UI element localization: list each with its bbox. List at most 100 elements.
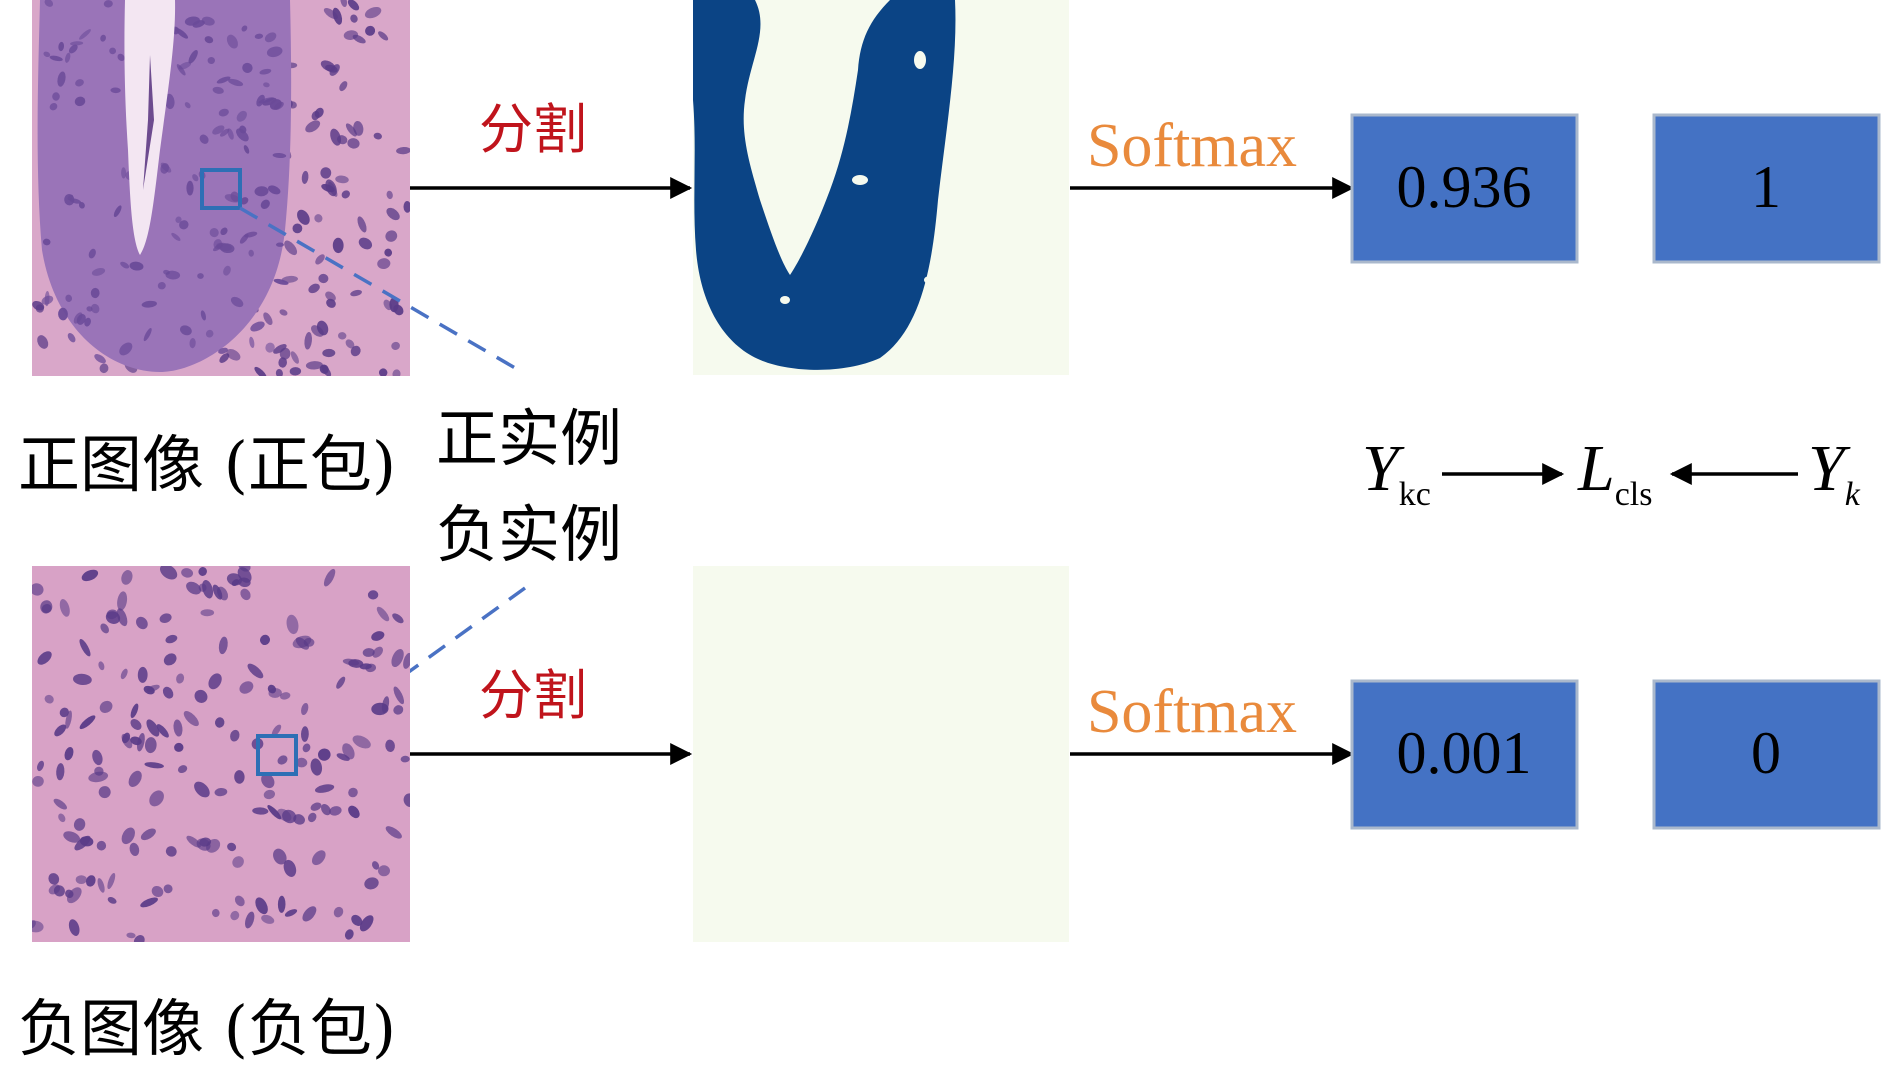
cell-nucleus (267, 185, 281, 195)
cell-nucleus (75, 875, 87, 884)
cell-nucleus (119, 342, 133, 356)
cell-nucleus (79, 715, 96, 730)
cell-nucleus (305, 361, 323, 370)
cell-nucleus (117, 53, 125, 62)
cell-nucleus (194, 689, 208, 703)
cell-nucleus (192, 174, 199, 182)
svg-text:Yk: Yk (1808, 432, 1861, 513)
cell-nucleus (200, 310, 206, 321)
loss-left-subscript: kc (1399, 476, 1431, 513)
cell-nucleus (393, 304, 404, 316)
cell-nucleus (96, 840, 107, 851)
cell-nucleus (379, 368, 388, 376)
cell-nucleus (267, 805, 282, 820)
cell-nucleus (396, 146, 410, 155)
cell-nucleus (65, 52, 71, 63)
cell-nucleus (248, 249, 254, 257)
loss-center-symbol: L (1577, 432, 1615, 505)
cell-nucleus (226, 349, 241, 361)
cell-nucleus (335, 175, 349, 184)
cell-nucleus (212, 86, 224, 94)
bottom-target-box: 0 (1652, 679, 1881, 830)
cell-nucleus (403, 652, 410, 669)
cell-nucleus (107, 897, 117, 904)
cell-nucleus (385, 739, 395, 752)
cell-nucleus (49, 55, 63, 62)
cell-nucleus (272, 152, 287, 159)
top-softmax-label: Softmax (1087, 112, 1297, 180)
cell-nucleus (234, 770, 245, 784)
cell-nucleus (263, 312, 273, 326)
cell-nucleus (98, 661, 105, 671)
cell-nucleus (362, 648, 375, 657)
cell-nucleus (32, 583, 44, 596)
cell-nucleus (403, 793, 410, 808)
cell-nucleus (218, 636, 228, 655)
cell-nucleus (63, 831, 81, 843)
cell-nucleus (79, 29, 91, 40)
cell-nucleus (383, 299, 393, 311)
cell-nucleus (261, 773, 275, 789)
bottom-softmax-label: Softmax (1087, 678, 1297, 746)
bottom-segment-label: 分割 (479, 664, 587, 727)
cell-nucleus (378, 865, 390, 877)
cell-nucleus (228, 78, 244, 87)
cell-nucleus (73, 673, 92, 686)
cell-nucleus (292, 223, 303, 234)
cell-nucleus (255, 897, 268, 915)
cell-nucleus (99, 363, 109, 374)
cell-nucleus (180, 325, 192, 336)
cell-nucleus (48, 873, 60, 885)
cell-nucleus (252, 807, 269, 815)
cell-nucleus (273, 344, 287, 354)
cell-nucleus (230, 191, 240, 202)
cell-nucleus (59, 599, 70, 617)
cell-nucleus (278, 357, 288, 368)
cell-nucleus (143, 328, 152, 342)
cell-nucleus (308, 283, 320, 294)
cell-nucleus (316, 320, 329, 336)
cell-nucleus (263, 82, 270, 88)
cell-nucleus (208, 673, 222, 690)
cell-nucleus (367, 590, 379, 600)
cell-nucleus (343, 30, 359, 40)
cell-nucleus (266, 46, 283, 58)
cell-nucleus (94, 766, 104, 776)
cell-nucleus (322, 348, 336, 358)
cell-nucleus (88, 248, 96, 259)
cell-nucleus (144, 762, 164, 769)
cell-nucleus (289, 367, 302, 376)
cell-nucleus (117, 591, 128, 611)
cell-nucleus (237, 567, 252, 583)
cell-nucleus (67, 333, 76, 343)
cell-nucleus (207, 56, 215, 65)
cell-nucleus (110, 87, 121, 94)
cell-nucleus (159, 566, 178, 580)
cell-nucleus (259, 68, 272, 75)
cell-nucleus (214, 787, 228, 797)
svg-text:Lcls: Lcls (1577, 432, 1653, 513)
cell-nucleus (81, 569, 99, 582)
cell-nucleus (184, 16, 200, 26)
cell-nucleus (140, 828, 156, 841)
cell-nucleus (178, 61, 192, 70)
cell-nucleus (54, 724, 67, 737)
bottom-score-box: 0.001 (1350, 679, 1579, 830)
negative-instance-marker (256, 734, 298, 776)
cell-nucleus (243, 145, 250, 154)
cell-nucleus (151, 885, 164, 898)
cell-nucleus (109, 47, 116, 55)
cell-nucleus (149, 790, 164, 807)
cell-nucleus (391, 648, 404, 668)
negative-segmentation-mask (693, 566, 1069, 942)
positive-instance-marker (200, 168, 242, 210)
cell-nucleus (381, 696, 390, 713)
cell-nucleus (245, 911, 255, 929)
cell-nucleus (116, 608, 128, 627)
cell-nucleus (333, 906, 344, 918)
bottom-score-value: 0.001 (1397, 720, 1532, 786)
cell-nucleus (359, 915, 374, 932)
cell-nucleus (385, 826, 402, 839)
cell-nucleus (57, 71, 66, 87)
cell-nucleus (284, 240, 298, 256)
